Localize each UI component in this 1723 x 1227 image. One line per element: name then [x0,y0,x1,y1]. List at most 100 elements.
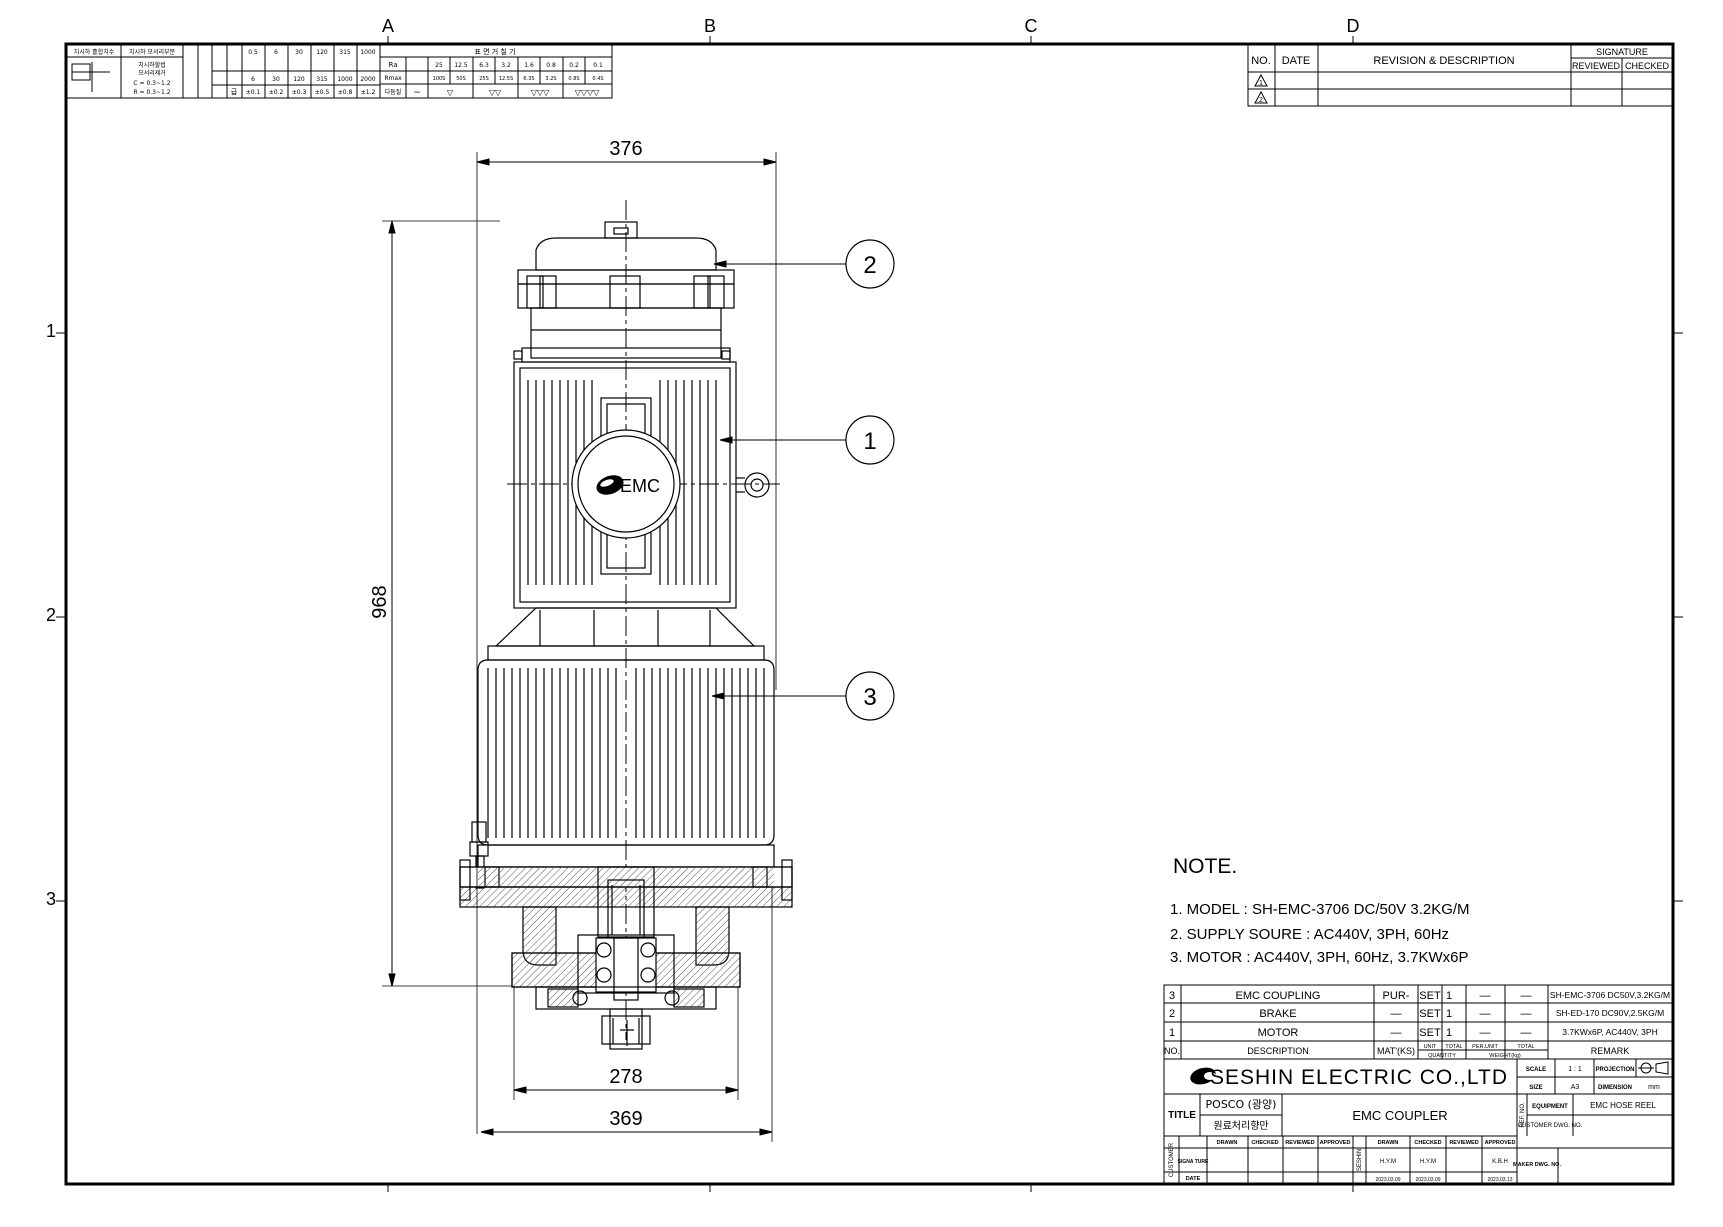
equipment-label: EQUIPMENT [1532,1104,1568,1110]
tolerance-table [65,43,613,99]
tol-h2b: 모서리제거 [138,69,166,77]
bom-row-unit: SET [1419,1008,1441,1020]
sig-head-drawn: DRAWN [1217,1140,1238,1146]
bom-h-weight: WEIGHT(kg) [1489,1053,1521,1059]
note-line-3: 3. MOTOR : AC440V, 3PH, 60Hz, 3.7KWx6P [1170,949,1468,966]
range-hi: 2000 [360,76,375,83]
sig-headers: DRAWN CHECKED REVIEWED APPROVED DRAWN CH… [1217,1140,1516,1146]
rev-row-1: 1 [1259,80,1263,87]
bom-row-mat: — [1391,1027,1402,1039]
rev-signature-header: SIGNATURE [1596,47,1648,57]
size-label: SIZE [1529,1085,1542,1091]
range-hi: 1000 [337,76,352,83]
bom-row-w1: — [1480,1027,1491,1039]
rmax-value: 12.5S [499,76,513,82]
sig-name: H.Y.M [1380,1159,1396,1165]
dimension-lines [382,152,777,1142]
ra-value: 12.5 [454,62,468,69]
tol-value: ±0.5 [315,89,330,96]
surface-title: 표 면 거 칠 기 [474,47,515,56]
bom-h-perunit: PER.UNIT [1472,1044,1498,1050]
range-lo: 1000 [360,49,375,56]
ra-value: 1.6 [524,62,534,69]
bom-h-no: NO. [1164,1046,1180,1056]
dimension-label: DIMENSION [1598,1085,1632,1091]
rmax-value: 25S [479,76,489,82]
bom-h-total2: TOTAL [1517,1044,1534,1050]
zone-col-a: A [382,16,394,36]
range-lo: 6 [274,49,278,56]
sig-head-reviewed: REVIEWED [1285,1140,1314,1146]
balloon-2-label: 2 [863,252,876,279]
scale-value: 1 : 1 [1568,1066,1582,1073]
tol-value: ±0.3 [292,89,307,96]
sig-head2-reviewed: REVIEWED [1449,1140,1478,1146]
bom-row-qty: 1 [1446,1008,1452,1020]
sig-head2-approved: APPROVED [1485,1140,1516,1146]
sig-head-approved: APPROVED [1320,1140,1351,1146]
rmax-value: 6.3S [523,76,534,82]
dim-flange: 278 [609,1066,642,1088]
range-lo: 120 [316,49,328,56]
tol-ranges: 0.5 6 30 120 315 1000 6 30 120 315 1000 … [246,49,376,96]
ra-value: 6.3 [479,62,489,69]
bom-row-remark: 3.7KWx6P, AC440V, 3PH [1562,1027,1657,1037]
ra-value: 25 [435,62,443,69]
range-hi: 6 [251,76,255,83]
bom-row-desc: BRAKE [1259,1008,1296,1020]
ra-values: 25 12.5 6.3 3.2 1.6 0.8 0.2 0.1 100S 50S… [413,62,603,98]
tol-value: ±0.8 [338,89,353,96]
dim-top-width: 376 [609,138,642,160]
tol-value: ±1.2 [361,89,376,96]
seshin-side-label: SESHIN [1357,1149,1363,1171]
bom-row-no: 3 [1169,990,1175,1002]
ra-value: 0.8 [546,62,556,69]
bom-row-w2: — [1521,990,1532,1002]
bom-h-mat: MAT'(KS) [1377,1046,1415,1056]
rev-reviewed-header: REVIEWED [1572,61,1621,71]
rev-date-header: DATE [1282,55,1311,67]
sig-date: 2023.03.13 [1487,1177,1512,1183]
ref-no-label: REF. NO. [1520,1102,1526,1128]
customer-title-2: 원료처리향만 [1213,1120,1268,1132]
ra-value: 0.1 [593,62,603,69]
bom-row-unit: SET [1419,1027,1441,1039]
tol-r: R = 0.3~1.2 [133,89,170,96]
finish-mark: ~ [413,88,421,98]
sig-date: 2023.03.09 [1415,1177,1440,1183]
range-hi: 315 [316,76,328,83]
range-lo: 30 [295,49,303,56]
bom-row-desc: MOTOR [1258,1027,1299,1039]
rev-checked-header: CHECKED [1625,61,1670,71]
bom-h-desc: DESCRIPTION [1247,1046,1309,1056]
rmax-label: Rmax [384,75,402,82]
date-label: DATE [1186,1176,1201,1182]
tol-c: C = 0.3~1.2 [133,80,170,87]
bom-row-no: 2 [1169,1008,1175,1020]
rev-desc-header: REVISION & DESCRIPTION [1373,55,1514,67]
bom-rows: 3 EMC COUPLING PUR- SET 1 — — SH-EMC-370… [1169,990,1670,1039]
finish-mark: ▽▽▽▽ [575,88,600,97]
range-lo: 0.5 [248,49,258,56]
dim-base: 369 [609,1108,642,1130]
tol-grade: 급 [231,88,238,96]
customer-title-1: POSCO (광양) [1206,1098,1277,1111]
rmax-value: 100S [433,76,446,82]
tol-value: ±0.2 [269,89,284,96]
notes-title: NOTE. [1173,855,1237,878]
note-line-1: 1. MODEL : SH-EMC-3706 DC/50V 3.2KG/M [1170,901,1470,918]
ra-value: 3.2 [501,62,511,69]
bom-row-mat: — [1391,1008,1402,1020]
balloon-3-label: 3 [863,684,876,711]
sig-name: H.Y.M [1420,1159,1436,1165]
sig-date: 2023.03.09 [1375,1177,1400,1183]
note-line-2: 2. SUPPLY SOURE : AC440V, 3PH, 60Hz [1170,926,1449,943]
bom-h-quantity: QUANTITY [1428,1053,1456,1059]
finish-label: 다듬질 [385,88,402,96]
rmax-value: 0.8S [568,76,579,82]
bom-row-w2: — [1521,1008,1532,1020]
zone-col-b: B [704,16,716,36]
title-label: TITLE [1168,1110,1196,1121]
scale-label: SCALE [1526,1067,1546,1073]
zone-col-d: D [1347,16,1360,36]
